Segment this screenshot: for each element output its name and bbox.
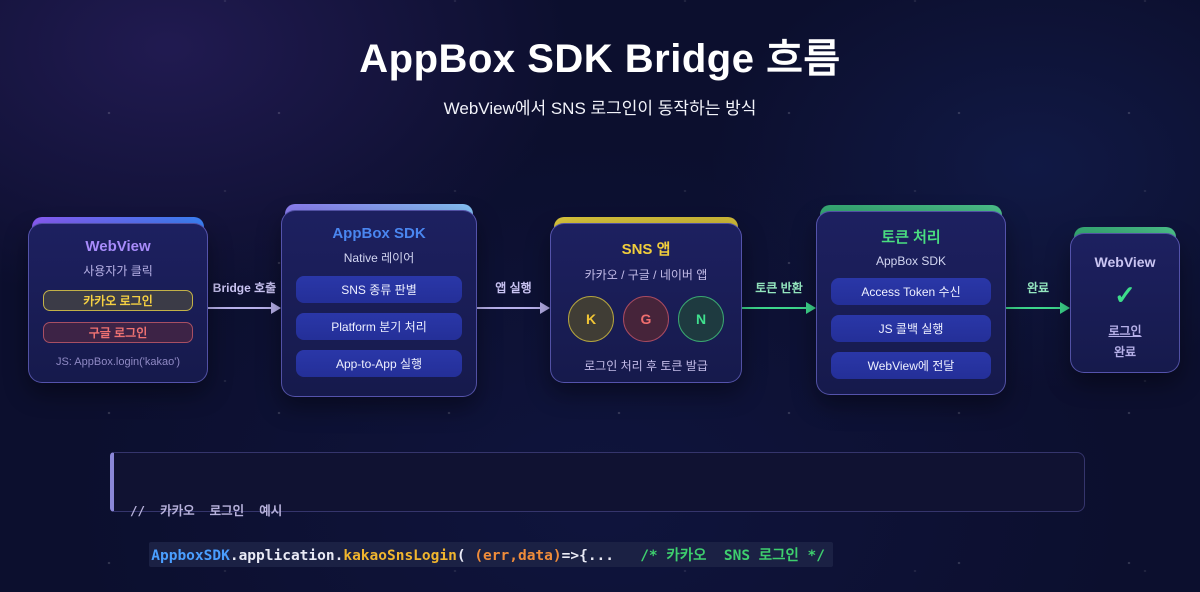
naver-app-icon: N [678, 296, 724, 342]
arrow-app-launch: 앱 실행 [477, 279, 550, 314]
step-access-token: Access Token 수신 [831, 278, 991, 305]
arrow-label: 완료 [1026, 280, 1050, 295]
step-platform-branch: Platform 분기 처리 [296, 312, 462, 340]
login-complete-line2: 완료 [1113, 345, 1137, 359]
arrow-line-icon [208, 301, 281, 314]
checkmark-icon: ✓ [1114, 280, 1136, 310]
step-js-callback: JS 콜백 실행 [831, 315, 991, 342]
arrow-label: Bridge 호출 [212, 280, 277, 295]
arrow-bridge-call: Bridge 호출 [208, 279, 281, 314]
code-comment-line: // 카카오 로그인 예시 [130, 503, 283, 518]
js-call-caption: JS: AppBox.login('kakao') [55, 356, 181, 368]
code-token-arrow: =>{... [561, 548, 632, 564]
code-token-dot: . [334, 548, 344, 564]
node-sns-app: SNS 앱 카카오 / 구글 / 네이버 앱 K G N 로그인 처리 후 토큰… [550, 217, 742, 383]
code-token-function: kakaoSnsLogin [343, 548, 457, 564]
step-app-to-app: App-to-App 실행 [296, 349, 462, 377]
node-title: WebView [1094, 254, 1156, 270]
diagram-header: AppBox SDK Bridge 흐름 WebView에서 SNS 로그인이 … [0, 0, 1200, 119]
code-token-dot: . [229, 548, 239, 564]
arrow-line-icon [742, 301, 816, 314]
node-title: WebView [85, 238, 151, 255]
flow-diagram: WebView 사용자가 클릭 카카오 로그인 구글 로그인 JS: AppBo… [0, 203, 1200, 397]
step-webview-deliver: WebView에 전달 [831, 352, 991, 379]
node-subtitle: Native 레이어 [343, 250, 415, 265]
login-complete-line1: 로그인 [1108, 324, 1142, 338]
node-title: AppBox SDK [332, 224, 426, 242]
arrow-line-icon [477, 301, 550, 314]
node-appbox-sdk: AppBox SDK Native 레이어 SNS 종류 판별 Platform… [281, 203, 477, 397]
node-subtitle: 카카오 / 구글 / 네이버 앱 [584, 268, 708, 282]
code-token-paren: ( [456, 548, 475, 564]
node-title: 토큰 처리 [881, 229, 941, 246]
code-token-property: application [238, 548, 335, 564]
page-title: AppBox SDK Bridge 흐름 [359, 37, 841, 81]
node-subtitle: AppBox SDK [875, 254, 947, 268]
sns-app-icons: K G N [568, 296, 724, 342]
code-example-block: // 카카오 로그인 예시 AppboxSDK.application.kaka… [110, 452, 1085, 567]
arrow-line-icon [1006, 301, 1070, 314]
kakao-app-icon: K [568, 296, 614, 342]
google-login-button: 구글 로그인 [43, 322, 193, 343]
token-issue-caption: 로그인 처리 후 토큰 발급 [584, 359, 708, 373]
arrow-label: 앱 실행 [495, 280, 532, 295]
node-title: SNS 앱 [621, 241, 671, 258]
code-token-object: AppboxSDK [151, 548, 230, 564]
arrow-complete: 완료 [1006, 279, 1070, 314]
step-sns-type: SNS 종류 판별 [296, 275, 462, 303]
google-app-icon: G [623, 296, 669, 342]
node-token-handling: 토큰 처리 AppBox SDK Access Token 수신 JS 콜백 실… [816, 205, 1006, 395]
code-call-line: AppboxSDK.application.kakaoSnsLogin( (er… [149, 542, 833, 567]
node-subtitle: 사용자가 클릭 [83, 264, 153, 278]
arrow-token-return: 토큰 반환 [742, 279, 816, 314]
kakao-login-button: 카카오 로그인 [43, 290, 193, 311]
node-webview-end: WebView ✓ 로그인 완료 [1070, 227, 1180, 373]
code-token-args: (err,data) [474, 548, 562, 564]
node-webview-start: WebView 사용자가 클릭 카카오 로그인 구글 로그인 JS: AppBo… [28, 217, 208, 383]
arrow-label: 토큰 반환 [755, 280, 803, 295]
code-token-comment: /* 카카오 SNS 로그인 */ [631, 548, 825, 564]
page-subtitle: WebView에서 SNS 로그인이 동작하는 방식 [443, 99, 757, 118]
